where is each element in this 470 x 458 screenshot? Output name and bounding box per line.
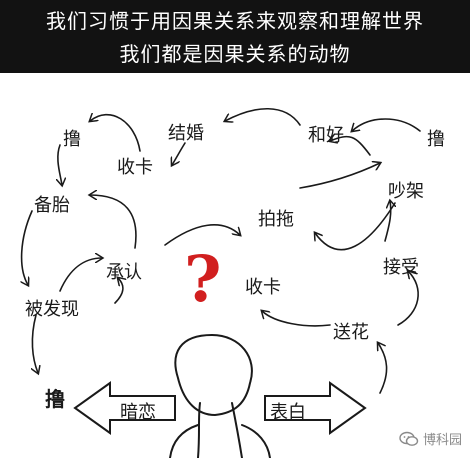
relationship-cycle-diagram: ? 撸 结婚 和好 撸 收卡 备胎 吵架 拍拖 承认 接受 收卡 被发现 送花 … — [0, 73, 470, 458]
watermark-text: 博科园 — [422, 433, 462, 448]
label-lu-bottom: 撸 — [45, 387, 65, 411]
arrow-lu-to-hehao — [352, 118, 421, 131]
label-paituo: 拍拖 — [258, 209, 294, 230]
header-line-1: 我们习惯于用因果关系来观察和理解世界 — [46, 9, 424, 33]
arrows-layer — [0, 107, 421, 458]
label-chengren: 承认 — [106, 262, 142, 283]
header-banner: 我们习惯于用因果关系来观察和理解世界 我们都是因果关系的动物 — [0, 0, 470, 73]
arrow-beifaxian-to-lu — [32, 314, 38, 373]
arrow-biaobai-to-songhua — [378, 343, 388, 394]
wechat-icon — [399, 431, 419, 446]
label-chaojia: 吵架 — [388, 181, 424, 202]
arrow-chengren-to-paituo — [164, 224, 240, 246]
arrow-chengren-to-beitai — [90, 195, 137, 249]
watermark: 博科园 — [399, 429, 462, 448]
arrow-chaojia-to-paituo — [315, 202, 396, 251]
label-shouka-top: 收卡 — [117, 157, 153, 178]
header-line-2: 我们都是因果关系的动物 — [119, 42, 351, 66]
question-mark: ? — [184, 242, 222, 317]
arrow-hehao-to-jiehun — [225, 107, 301, 126]
arrow-beifaxian-to-chengren — [59, 258, 102, 292]
label-biaobai: 表白 — [270, 402, 306, 423]
arrow-jiehun-to-shouka — [172, 142, 186, 165]
arrow-jieshou-to-chaojia — [384, 201, 391, 242]
arrow-lu-to-beitai — [58, 144, 62, 185]
label-jieshou: 接受 — [383, 257, 419, 278]
arrow-biaobai-shape — [264, 381, 367, 435]
arrow-shouka-to-lu — [90, 115, 141, 152]
arrow-songhua-to-jieshou — [397, 271, 419, 326]
label-jiehun: 结婚 — [168, 123, 204, 144]
arrow-anlian-shape — [73, 381, 176, 435]
arrow-songhua-to-shouka — [262, 311, 331, 327]
arrow-beifaxian-loop — [114, 278, 123, 304]
arrow-paituo-to-chaojia — [299, 163, 380, 189]
arrow-chaojia-to-hehao — [330, 137, 371, 156]
label-lu-top: 撸 — [63, 129, 81, 150]
label-shouka-center: 收卡 — [245, 277, 281, 298]
thinking-person-figure — [169, 333, 271, 458]
label-songhua: 送花 — [333, 322, 369, 343]
label-beitai: 备胎 — [34, 195, 70, 216]
arrow-beitai-to-beifaxian — [22, 210, 33, 285]
label-lu-right: 撸 — [427, 129, 445, 150]
label-beifaxian: 被发现 — [25, 299, 79, 320]
label-anlian: 暗恋 — [120, 402, 156, 423]
label-hehao: 和好 — [308, 125, 344, 146]
